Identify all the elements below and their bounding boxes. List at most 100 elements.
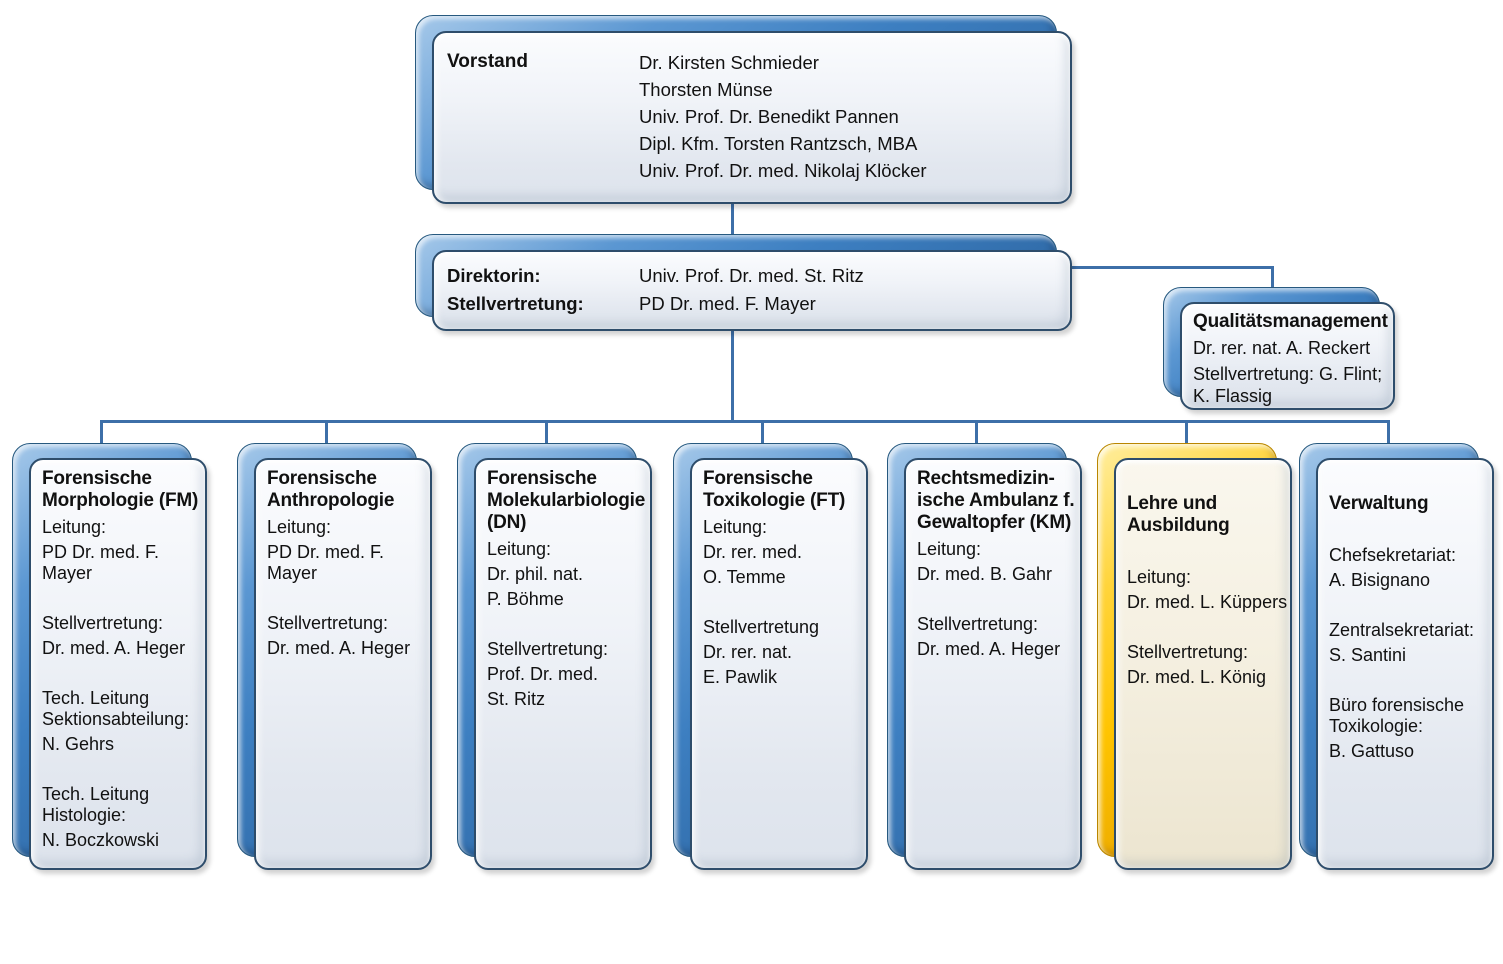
direction-row-label: Stellvertretung:: [447, 292, 584, 314]
direction-row-value: Univ. Prof. Dr. med. St. Ritz: [639, 265, 864, 286]
dept-card: Verwaltung Chefsekretariat: A. Bisignano…: [1316, 458, 1494, 870]
dept-card: Forensische Anthropologie Leitung: PD Dr…: [254, 458, 432, 870]
dept-line: Chefsekretariat:: [1329, 545, 1457, 565]
dept-line: St. Ritz: [487, 689, 546, 709]
board-member: Univ. Prof. Dr. med. Nikolaj Klöcker: [639, 160, 927, 181]
direction-row: Stellvertretung: PD Dr. med. F. Mayer: [447, 290, 1062, 318]
connector-drop-1: [100, 420, 103, 446]
dept-line: Dr. med. L. König: [1127, 667, 1267, 687]
board-member: Dr. Kirsten Schmieder: [639, 52, 819, 73]
dept-title: Verwaltung: [1329, 493, 1429, 514]
connector-quality-horizontal: [1072, 266, 1274, 269]
dept-title: Rechtsmedizin-ische Ambulanz f. Gewaltop…: [917, 468, 1075, 533]
dept-title: Forensische Molekularbiologie (DN): [487, 468, 646, 533]
dept-line: [42, 588, 203, 609]
dept-line: Stellvertretung:: [487, 639, 609, 659]
dept-line: Stellvertretung:: [1127, 642, 1249, 662]
dept-spacer: [1329, 468, 1484, 493]
board-label: Vorstand: [447, 51, 528, 72]
board-member: Univ. Prof. Dr. Benedikt Pannen: [639, 106, 899, 127]
dept-line: Leitung:: [1127, 567, 1192, 587]
dept-line: Dr. rer. nat.: [703, 642, 793, 662]
dept-spacer: [1127, 468, 1282, 493]
connector-drop-4: [761, 420, 764, 446]
dept-line: A. Bisignano: [1329, 570, 1431, 590]
dept-line: [1329, 670, 1490, 691]
board-member: Thorsten Münse: [639, 79, 773, 100]
dept-line: [267, 588, 428, 609]
quality-line: Stellvertretung: G. Flint; K. Flassig: [1193, 364, 1383, 406]
dept-line: [42, 663, 203, 684]
dept-line: Prof. Dr. med.: [487, 664, 599, 684]
board-node-card: Vorstand Dr. Kirsten Schmieder Thorsten …: [432, 31, 1072, 204]
dept-line: B. Gattuso: [1329, 741, 1415, 761]
connector-drop-5: [975, 420, 978, 446]
quality-node: Qualitätsmanagement Dr. rer. nat. A. Rec…: [1163, 287, 1395, 410]
dept-line: [703, 592, 864, 613]
dept-line: Leitung:: [487, 539, 552, 559]
dept-line: [1127, 617, 1288, 638]
direction-row-label: Direktorin:: [447, 265, 541, 286]
dept-line: Stellvertretung:: [267, 613, 389, 633]
board-member: Dipl. Kfm. Torsten Rantzsch, MBA: [639, 133, 918, 154]
connector-drop-3: [545, 420, 548, 446]
connector-board-direction: [731, 203, 734, 252]
dept-line: [1127, 542, 1288, 563]
quality-title: Qualitätsmanagement: [1193, 311, 1388, 332]
dept-card: Forensische Molekularbiologie (DN) Leitu…: [474, 458, 652, 870]
direction-row-value: PD Dr. med. F. Mayer: [639, 292, 816, 314]
dept-line: [917, 589, 1078, 610]
dept-line: Büro forensische Toxikologie:: [1329, 695, 1465, 736]
dept-line: Stellvertretung:: [42, 613, 164, 633]
dept-card: Forensische Toxikologie (FT) Leitung: Dr…: [690, 458, 868, 870]
dept-line: Leitung:: [703, 517, 768, 537]
connector-direction-bus: [731, 330, 734, 423]
dept-line: E. Pawlik: [703, 667, 778, 687]
quality-line: Dr. rer. nat. A. Reckert: [1193, 338, 1371, 358]
dept-card: Forensische Morphologie (FM) Leitung: PD…: [29, 458, 207, 870]
dept-line: Tech. Leitung Histologie:: [42, 784, 150, 825]
quality-node-card: Qualitätsmanagement Dr. rer. nat. A. Rec…: [1180, 302, 1395, 410]
board-node: Vorstand Dr. Kirsten Schmieder Thorsten …: [415, 15, 1072, 204]
connector-bus: [100, 420, 1390, 423]
dept-line: Leitung:: [267, 517, 332, 537]
dept-line: N. Boczkowski: [42, 830, 160, 850]
dept-line: PD Dr. med. F. Mayer: [42, 542, 160, 583]
dept-line: [42, 759, 203, 780]
dept-line: N. Gehrs: [42, 734, 115, 754]
dept-title: Forensische Toxikologie (FT): [703, 468, 846, 511]
dept-line: PD Dr. med. F. Mayer: [267, 542, 385, 583]
dept-node-rechtsmedizinische-ambulanz: Rechtsmedizin-ische Ambulanz f. Gewaltop…: [887, 443, 1082, 870]
dept-card: Rechtsmedizin-ische Ambulanz f. Gewaltop…: [904, 458, 1082, 870]
connector-drop-2: [325, 420, 328, 446]
direction-node: Direktorin: Univ. Prof. Dr. med. St. Rit…: [415, 234, 1072, 331]
dept-line: [1329, 520, 1490, 541]
dept-line: Dr. med. A. Heger: [917, 639, 1061, 659]
dept-line: Dr. med. A. Heger: [267, 638, 411, 658]
dept-line: Stellvertretung:: [917, 614, 1039, 634]
dept-title: Forensische Morphologie (FM): [42, 468, 199, 511]
dept-line: [487, 614, 648, 635]
dept-line: Dr. med. A. Heger: [42, 638, 186, 658]
dept-line: S. Santini: [1329, 645, 1407, 665]
dept-title: Forensische Anthropologie: [267, 468, 395, 511]
dept-node-forensische-morphologie: Forensische Morphologie (FM) Leitung: PD…: [12, 443, 207, 870]
connector-quality-drop: [1271, 266, 1274, 292]
connector-drop-6: [1185, 420, 1188, 446]
dept-line: Leitung:: [917, 539, 982, 559]
direction-node-card: Direktorin: Univ. Prof. Dr. med. St. Rit…: [432, 250, 1072, 331]
dept-line: Dr. med. B. Gahr: [917, 564, 1053, 584]
dept-node-verwaltung: Verwaltung Chefsekretariat: A. Bisignano…: [1299, 443, 1494, 870]
dept-line: Tech. Leitung Sektionsabteilung:: [42, 688, 190, 729]
dept-line: [1329, 595, 1490, 616]
dept-line: Dr. rer. med.: [703, 542, 803, 562]
dept-line: Zentralsekretariat:: [1329, 620, 1475, 640]
connector-drop-7: [1387, 420, 1390, 446]
dept-node-forensische-anthropologie: Forensische Anthropologie Leitung: PD Dr…: [237, 443, 432, 870]
board-member-list: Dr. Kirsten Schmieder Thorsten Münse Uni…: [639, 49, 927, 184]
dept-line: O. Temme: [703, 567, 786, 587]
dept-title: Lehre und Ausbildung: [1127, 493, 1230, 536]
dept-card: Lehre und Ausbildung Leitung: Dr. med. L…: [1114, 458, 1292, 870]
dept-node-lehre-und-ausbildung: Lehre und Ausbildung Leitung: Dr. med. L…: [1097, 443, 1292, 870]
